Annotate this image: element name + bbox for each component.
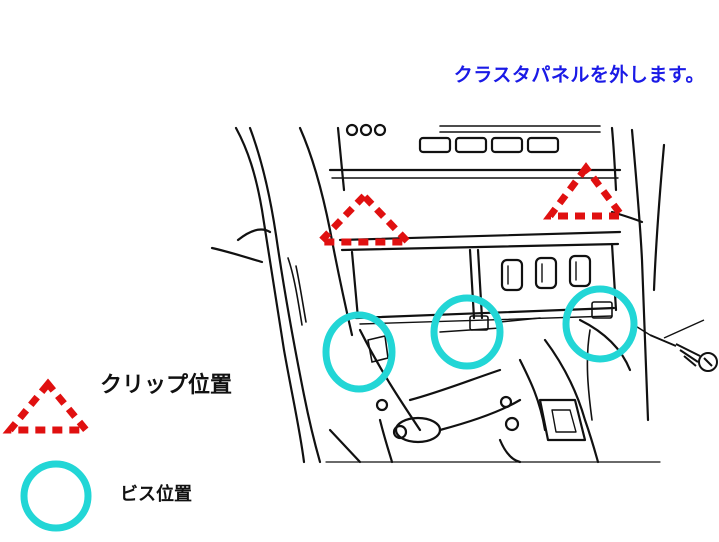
clip-markers <box>311 162 629 246</box>
clip-position-label: クリップ位置 <box>100 373 233 398</box>
screw-marker-right <box>562 285 638 363</box>
screw-markers <box>322 285 638 393</box>
clip-marker-right <box>543 162 629 220</box>
screw-icon <box>633 319 718 372</box>
screw-marker-left <box>322 311 396 393</box>
screw-marker-middle <box>430 294 504 370</box>
instruction-text: クラスタパネルを外します。 <box>453 64 705 86</box>
ring-icon <box>20 460 92 532</box>
screw-position-label: ビス位置 <box>120 484 192 505</box>
console-line-art <box>210 123 666 464</box>
dashed-triangle-icon <box>2 378 94 434</box>
clip-marker-left <box>311 190 417 246</box>
